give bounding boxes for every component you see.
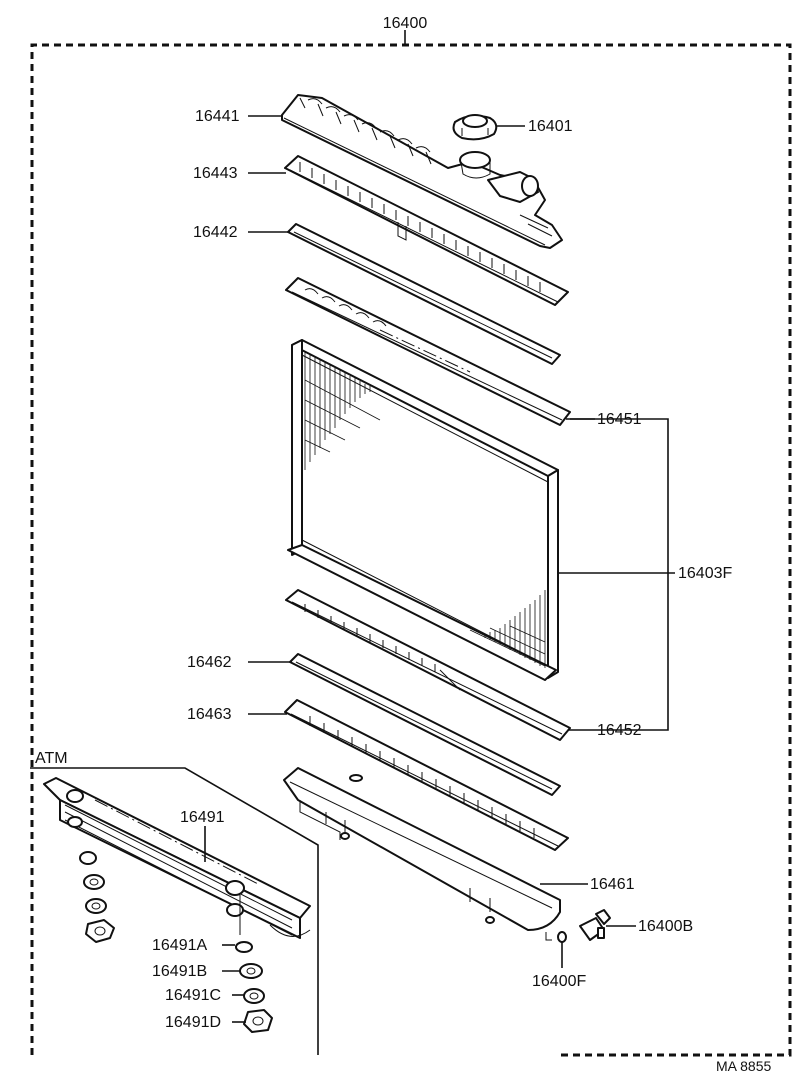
label-lower-gasket-ref: 16452 (597, 722, 642, 739)
lower-tank-tray (285, 589, 571, 741)
label-washer-b: 16491B (152, 963, 207, 980)
label-nut-d: 16491D (165, 1014, 221, 1031)
lower-tank (283, 767, 561, 931)
washer-a (235, 941, 253, 953)
upper-seat-plate (284, 155, 569, 306)
label-washer-c: 16491C (165, 987, 221, 1004)
label-oil-cooler: 16491 (180, 809, 225, 826)
label-atm: ATM (35, 750, 68, 767)
label-assembly: 16400 (383, 15, 428, 32)
upper-gasket (287, 223, 561, 365)
cooler-fittings (79, 851, 115, 943)
label-drain-plug: 16400F (532, 973, 586, 990)
core-fins-upper (304, 352, 381, 470)
nut-d (243, 1009, 273, 1033)
atm-boundary (30, 767, 319, 1055)
label-lower-tank: 16461 (590, 876, 635, 893)
label-lower-plate: 16463 (187, 706, 232, 723)
label-core: 16403F (678, 565, 732, 582)
upper-tank (281, 94, 563, 249)
core-fins-lower (469, 590, 546, 668)
label-lower-gasket: 16462 (187, 654, 232, 671)
radiator-cap (452, 114, 498, 141)
lower-seat-plate (284, 699, 569, 851)
washer-c (243, 988, 265, 1004)
catalog-code: MA 8855 (716, 1058, 771, 1074)
drain-plug (545, 931, 567, 943)
label-cap: 16401 (528, 118, 573, 135)
drain-cock (579, 909, 611, 941)
label-washer-a: 16491A (152, 937, 207, 954)
label-upper-tank: 16441 (195, 108, 240, 125)
label-upper-gasket: 16442 (193, 224, 238, 241)
label-drain-cock: 16400B (638, 918, 693, 935)
lower-gasket (289, 653, 561, 796)
upper-tank-tray (285, 277, 571, 426)
bracket-core-group (558, 418, 675, 731)
washer-b (239, 963, 263, 979)
oil-cooler (43, 777, 311, 939)
assembly-boundary (30, 30, 792, 1057)
radiator-core (287, 339, 559, 681)
label-upper-plate: 16443 (193, 165, 238, 182)
